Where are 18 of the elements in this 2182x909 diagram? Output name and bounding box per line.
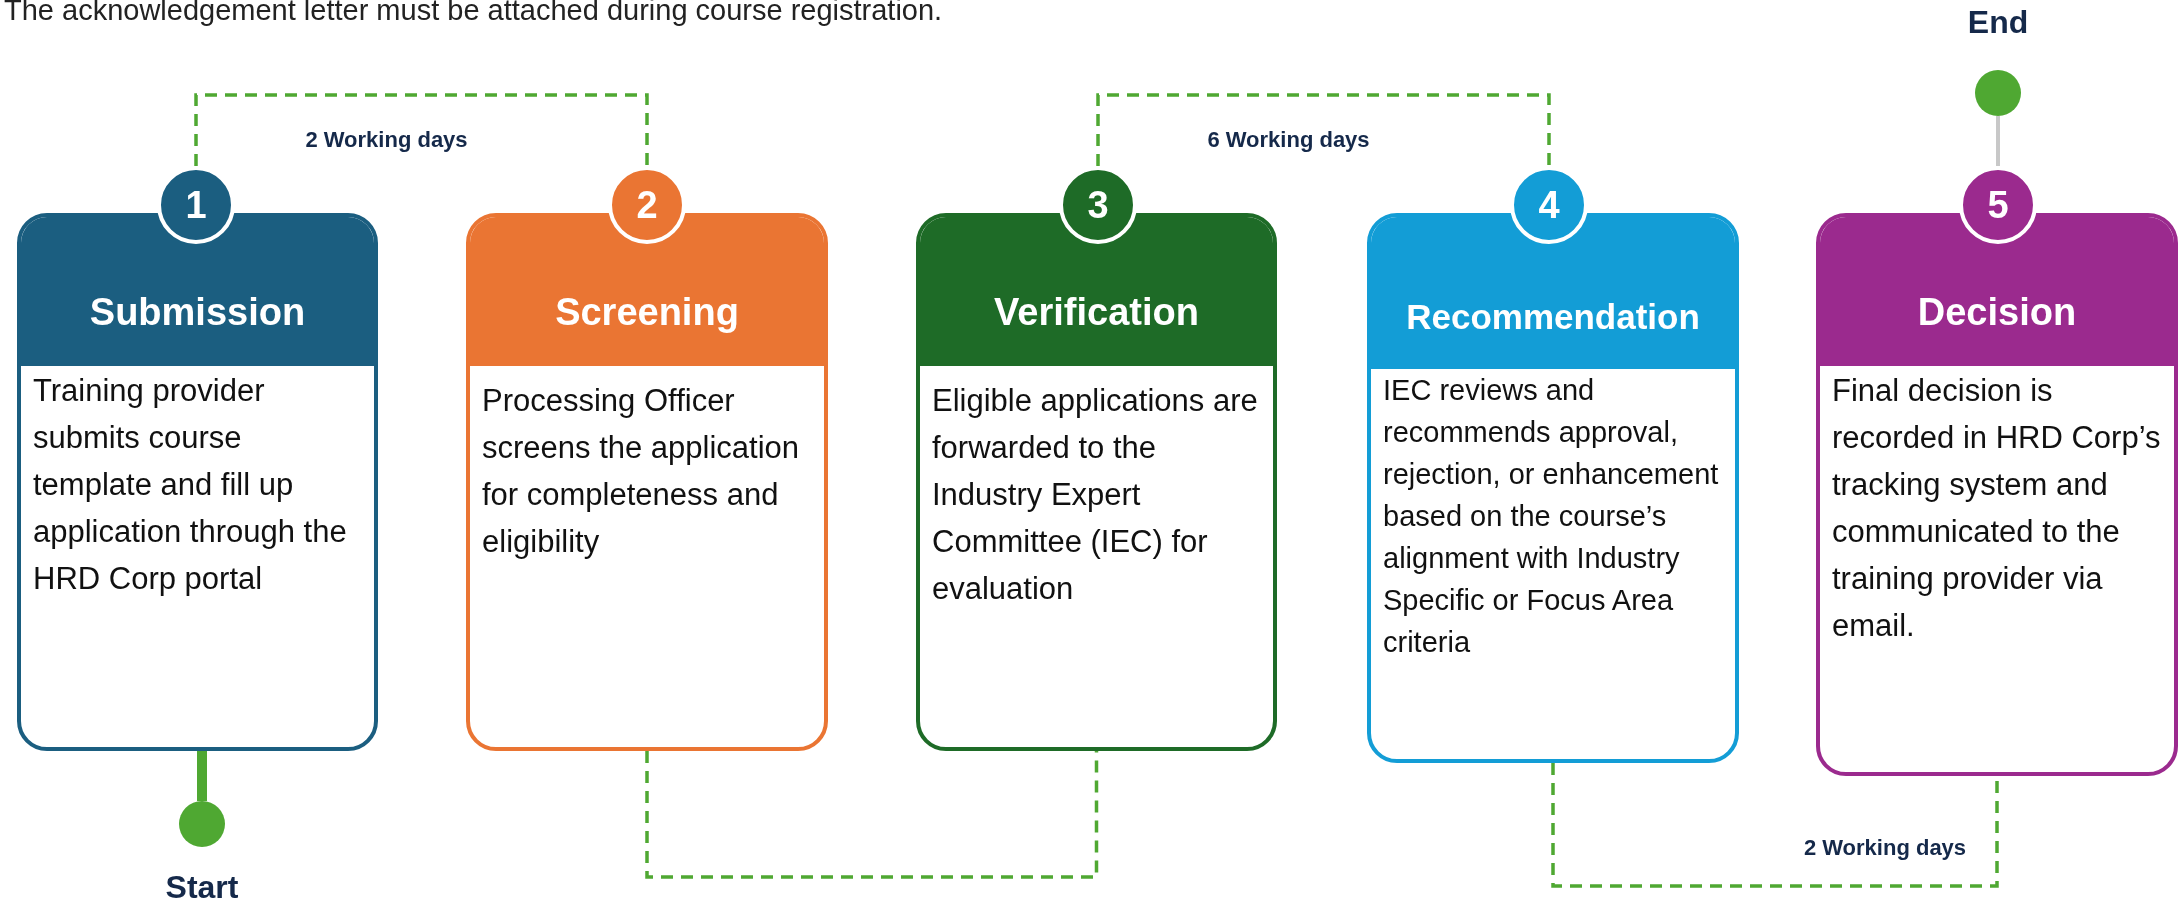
step-description: IEC reviews and recommends approval, rejection, or enhancement based on the course’s alignment with Industry Specific or Focus Area criteria: [1383, 373, 1720, 660]
connector-line: [1551, 763, 1999, 888]
step-description: Eligible applications are forwarded to the Industry Expert Committee (IEC) for evaluation: [932, 382, 1259, 608]
step-title: Screening: [555, 291, 739, 334]
connector-line: [1996, 116, 2000, 166]
step-title: Decision: [1917, 291, 2077, 334]
step-description: Processing Officer screens the application for completeness and eligibility: [482, 382, 801, 561]
step-title: Recommendation: [1406, 297, 1700, 337]
connector-line: [1096, 93, 1551, 166]
connector-line: [194, 93, 649, 166]
terminal-label: Start: [165, 868, 239, 907]
step-description: Training provider submits course template and fill up application through the HRD Corp portal: [33, 372, 348, 598]
connector-line: [197, 751, 207, 801]
step-title: Verification: [994, 291, 1199, 334]
step-description: Final decision is recorded in HRD Corp’s tracking system and communicated to the training provider via email.: [1832, 372, 2162, 645]
step-title: Submission: [89, 291, 306, 334]
connector-line: [645, 751, 1099, 879]
terminal-label: End: [1967, 3, 2029, 42]
